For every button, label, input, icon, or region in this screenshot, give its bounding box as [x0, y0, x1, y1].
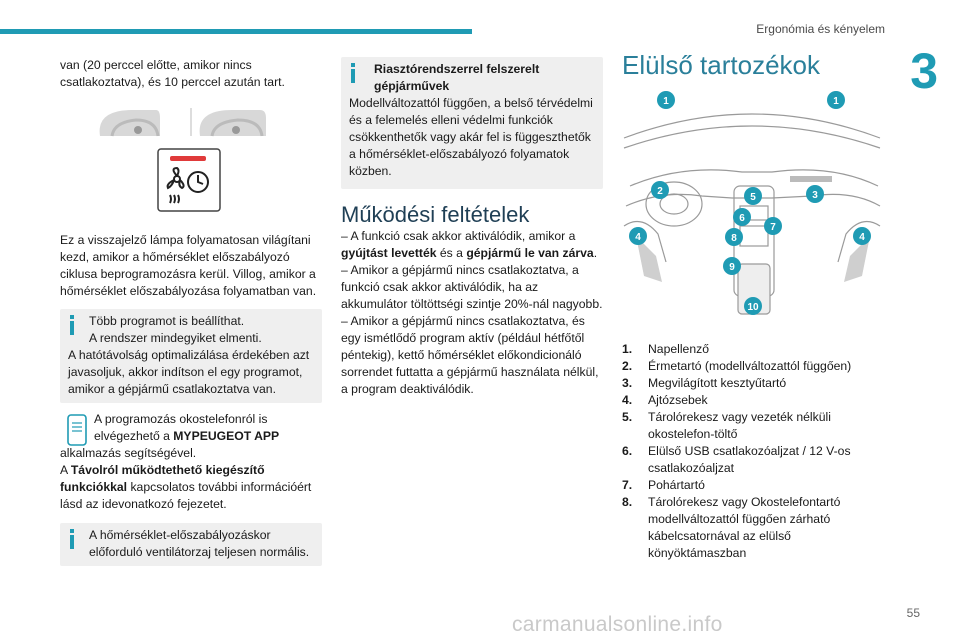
list-item: 5.Tárolórekesz vagy vezeték nélküli okos…: [622, 410, 831, 441]
column-right: Elülső tartozékok 1 1 2 3 4 4 5 6: [622, 50, 884, 562]
column-left: van (20 perccel előtte, amikor nincs csa…: [60, 57, 322, 566]
front-accessories-heading: Elülső tartozékok: [622, 50, 820, 80]
callout-6: 6: [733, 208, 751, 226]
callout-8: 8: [725, 228, 743, 246]
svg-text:5: 5: [750, 192, 756, 203]
top-accent-bar: [0, 29, 472, 34]
steering-wheel-right-icon: [199, 110, 266, 137]
callout-1-right: 1: [827, 91, 845, 109]
info-programs-line1: Több programot is beállíthat.: [89, 314, 245, 328]
alarm-text: Modellváltozattól függően, a belső térvé…: [349, 96, 593, 178]
info-fan-noise-text: A hőmérséklet-előszabályozáskor előfordu…: [89, 528, 310, 559]
callout-5: 5: [744, 187, 762, 205]
condition-1: – A funkció csak akkor aktiválódik, amik…: [341, 229, 598, 260]
svg-text:4: 4: [635, 232, 641, 243]
svg-text:1: 1: [663, 96, 669, 107]
svg-text:3: 3: [812, 190, 818, 201]
svg-text:2: 2: [657, 186, 663, 197]
callout-4-left: 4: [629, 227, 647, 245]
info-programs-line2: A rendszer mindegyiket elmenti.: [89, 331, 262, 345]
accessory-list: 1.Napellenző 2.Érmetartó (modellváltozat…: [622, 341, 884, 562]
paragraph-intro: van (20 perccel előtte, amikor nincs csa…: [60, 58, 285, 89]
alarm-title: Riasztórendszerrel felszerelt gépjárműve…: [374, 62, 540, 93]
page-number: 55: [906, 606, 920, 620]
list-item: 6.Elülső USB csatlakozóaljzat / 12 V-os …: [622, 444, 851, 475]
svg-text:8: 8: [731, 233, 737, 244]
list-item: 3.Megvilágított kesztyűtartó: [622, 376, 787, 390]
chapter-number: 3: [910, 43, 938, 99]
svg-text:9: 9: [729, 262, 735, 273]
info-box-alarm: Riasztórendszerrel felszerelt gépjárműve…: [341, 57, 603, 189]
callout-9: 9: [723, 257, 741, 275]
info-programs-rest: A hatótávolság optimalizálása érdekében …: [68, 348, 310, 396]
steering-wheels-illustration: [99, 108, 266, 137]
condition-2: – Amikor a gépjármű nincs csatlakoztatva…: [341, 263, 603, 311]
info-box-programs: Több programot is beállíthat. A rendszer…: [60, 309, 322, 403]
callout-1-left: 1: [657, 91, 675, 109]
svg-text:1: 1: [833, 96, 839, 107]
info-icon: [349, 63, 357, 83]
dashboard-illustration: 1 1 2 3 4 4 5 6 7 8 9 10: [623, 91, 881, 315]
list-item: 7.Pohártartó: [622, 478, 705, 492]
phone-note-rest: alkalmazás segítségével.: [60, 446, 197, 460]
steering-wheel-left-icon: [99, 110, 160, 137]
svg-text:7: 7: [770, 222, 776, 233]
list-item: 2.Érmetartó (modellváltozattól függően): [622, 359, 852, 373]
callout-7: 7: [764, 217, 782, 235]
list-item: 1.Napellenző: [622, 342, 709, 356]
svg-text:10: 10: [747, 302, 759, 313]
paragraph-indicator: Ez a visszajelző lámpa folyamatosan vilá…: [60, 233, 317, 298]
info-box-fan-noise: A hőmérséklet-előszabályozáskor előfordu…: [60, 523, 322, 566]
watermark: carmanualsonline.info: [512, 613, 723, 636]
callout-2: 2: [651, 181, 669, 199]
svg-text:6: 6: [739, 213, 745, 224]
preconditioning-indicator-icon: [157, 148, 221, 212]
callout-10: 10: [744, 297, 762, 315]
section-title: Ergonómia és kényelem: [756, 22, 885, 36]
callout-4-right: 4: [853, 227, 871, 245]
callout-3: 3: [806, 185, 824, 203]
condition-3: – Amikor a gépjármű nincs csatlakoztatva…: [341, 314, 599, 396]
info-icon: [68, 529, 76, 549]
list-item: 4.Ajtózsebek: [622, 393, 708, 407]
info-icon: [68, 315, 76, 335]
phone-note-text: A programozás okostelefonról is elvégezh…: [94, 412, 280, 443]
list-item: 8.Tárolórekesz vagy Okostelefontartó mod…: [622, 495, 841, 560]
operating-conditions-heading: Működési feltételek: [341, 202, 530, 227]
paragraph-remote: A Távolról működtethető kiegészítő funkc…: [60, 463, 312, 511]
phone-note: A programozás okostelefonról is elvégezh…: [60, 411, 322, 462]
svg-text:4: 4: [859, 232, 865, 243]
column-middle: Riasztórendszerrel felszerelt gépjárműve…: [341, 57, 603, 398]
smartphone-icon: [67, 414, 87, 446]
